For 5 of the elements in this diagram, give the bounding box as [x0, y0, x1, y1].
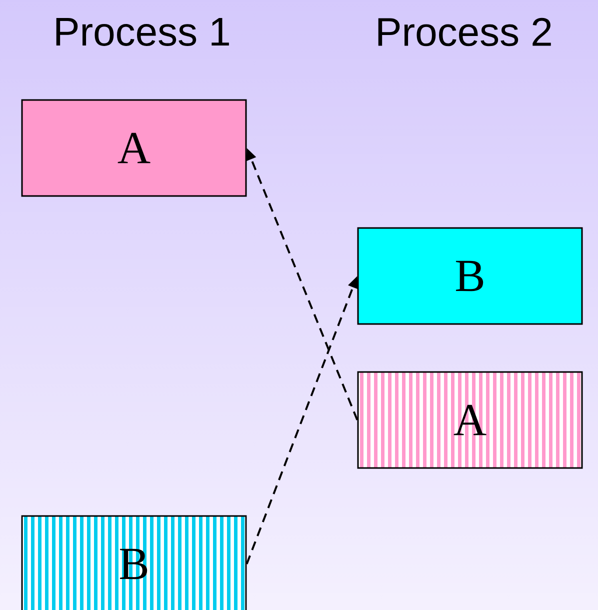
- column-heading: Process 1: [56, 18, 229, 46]
- process-box: B: [357, 227, 583, 325]
- column-heading: Process 2: [378, 18, 551, 46]
- process-box: A: [357, 371, 583, 469]
- process-box: A: [21, 99, 247, 197]
